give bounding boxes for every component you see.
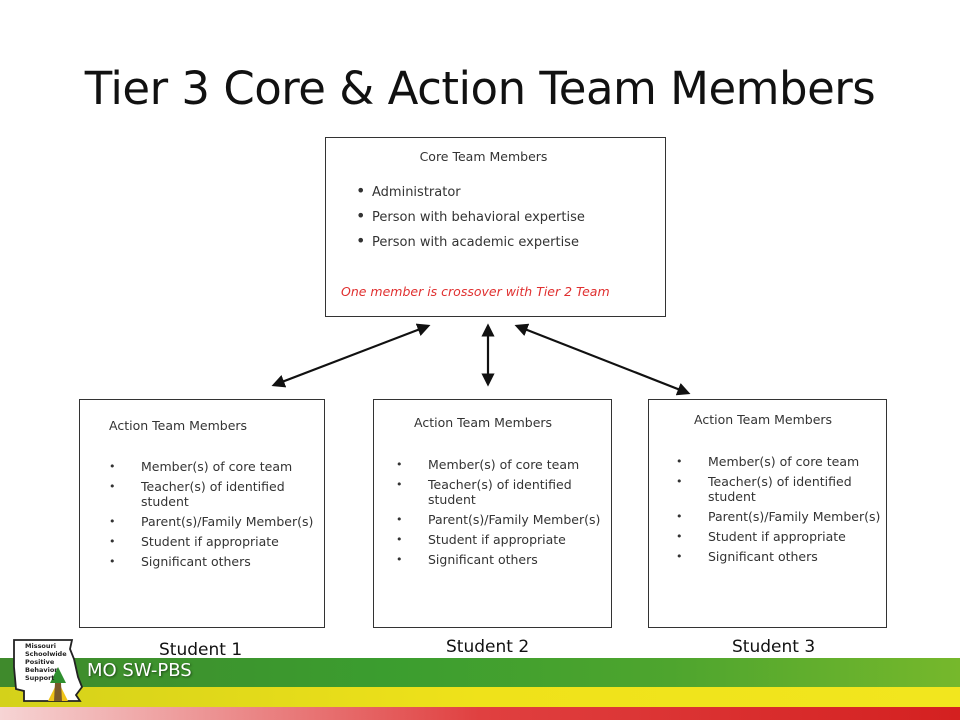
logo-line: Behavior bbox=[25, 666, 58, 674]
action-team-box-2: Action Team Members Member(s) of core te… bbox=[373, 399, 612, 628]
action-team-title: Action Team Members bbox=[414, 415, 553, 430]
list-item: Person with behavioral expertise bbox=[356, 208, 585, 235]
list-item: Member(s) of core team bbox=[395, 457, 605, 472]
list-item: Significant others bbox=[108, 554, 318, 569]
slide-title: Tier 3 Core & Action Team Members bbox=[84, 62, 876, 115]
action-team-title: Action Team Members bbox=[694, 412, 833, 427]
list-item: Member(s) of core team bbox=[675, 454, 885, 469]
core-team-title: Core Team Members bbox=[419, 149, 548, 164]
logo-text: Missouri Schoolwide Positive Behavior Su… bbox=[25, 642, 67, 682]
list-item: Student if appropriate bbox=[675, 529, 885, 544]
core-team-box: Core Team Members Administrator Person w… bbox=[325, 137, 666, 317]
core-team-list: Administrator Person with behavioral exp… bbox=[356, 183, 585, 260]
list-item: Parent(s)/Family Member(s) bbox=[675, 509, 885, 524]
logo-line: Positive bbox=[25, 658, 55, 666]
action-team-list: Member(s) of core team Teacher(s) of ide… bbox=[395, 457, 605, 572]
list-item: Significant others bbox=[675, 549, 885, 564]
student-label-1: Student 1 bbox=[159, 640, 243, 660]
list-item: Significant others bbox=[395, 552, 605, 567]
footer-green-band bbox=[0, 658, 960, 687]
footer-band: MO SW-PBS bbox=[0, 658, 960, 720]
list-item: Teacher(s) of identified student bbox=[675, 474, 885, 504]
footer-red-band bbox=[0, 707, 960, 720]
action-team-title: Action Team Members bbox=[109, 418, 248, 433]
action-team-list: Member(s) of core team Teacher(s) of ide… bbox=[108, 459, 318, 574]
missouri-state-logo-icon bbox=[13, 639, 84, 702]
list-item: Teacher(s) of identified student bbox=[108, 479, 318, 509]
arrow-core-to-student-1 bbox=[271, 323, 431, 388]
logo-line: Schoolwide bbox=[25, 650, 67, 658]
logo-line: Support bbox=[25, 674, 55, 682]
list-item: Administrator bbox=[356, 183, 585, 210]
list-item: Teacher(s) of identified student bbox=[395, 477, 605, 507]
arrow-core-to-student-3 bbox=[514, 323, 691, 396]
list-item: Member(s) of core team bbox=[108, 459, 318, 474]
crossover-note: One member is crossover with Tier 2 Team bbox=[341, 284, 610, 299]
list-item: Parent(s)/Family Member(s) bbox=[395, 512, 605, 527]
brand-name: MO SW-PBS bbox=[87, 660, 192, 681]
action-team-box-1: Action Team Members Member(s) of core te… bbox=[79, 399, 325, 628]
action-team-box-3: Action Team Members Member(s) of core te… bbox=[648, 399, 887, 628]
footer-yellow-band bbox=[0, 687, 960, 707]
list-item: Person with academic expertise bbox=[356, 233, 585, 260]
list-item: Parent(s)/Family Member(s) bbox=[108, 514, 318, 529]
list-item: Student if appropriate bbox=[395, 532, 605, 547]
action-team-list: Member(s) of core team Teacher(s) of ide… bbox=[675, 454, 885, 569]
student-label-3: Student 3 bbox=[732, 637, 816, 657]
student-label-2: Student 2 bbox=[446, 637, 530, 657]
logo-line: Missouri bbox=[25, 642, 56, 650]
list-item: Student if appropriate bbox=[108, 534, 318, 549]
